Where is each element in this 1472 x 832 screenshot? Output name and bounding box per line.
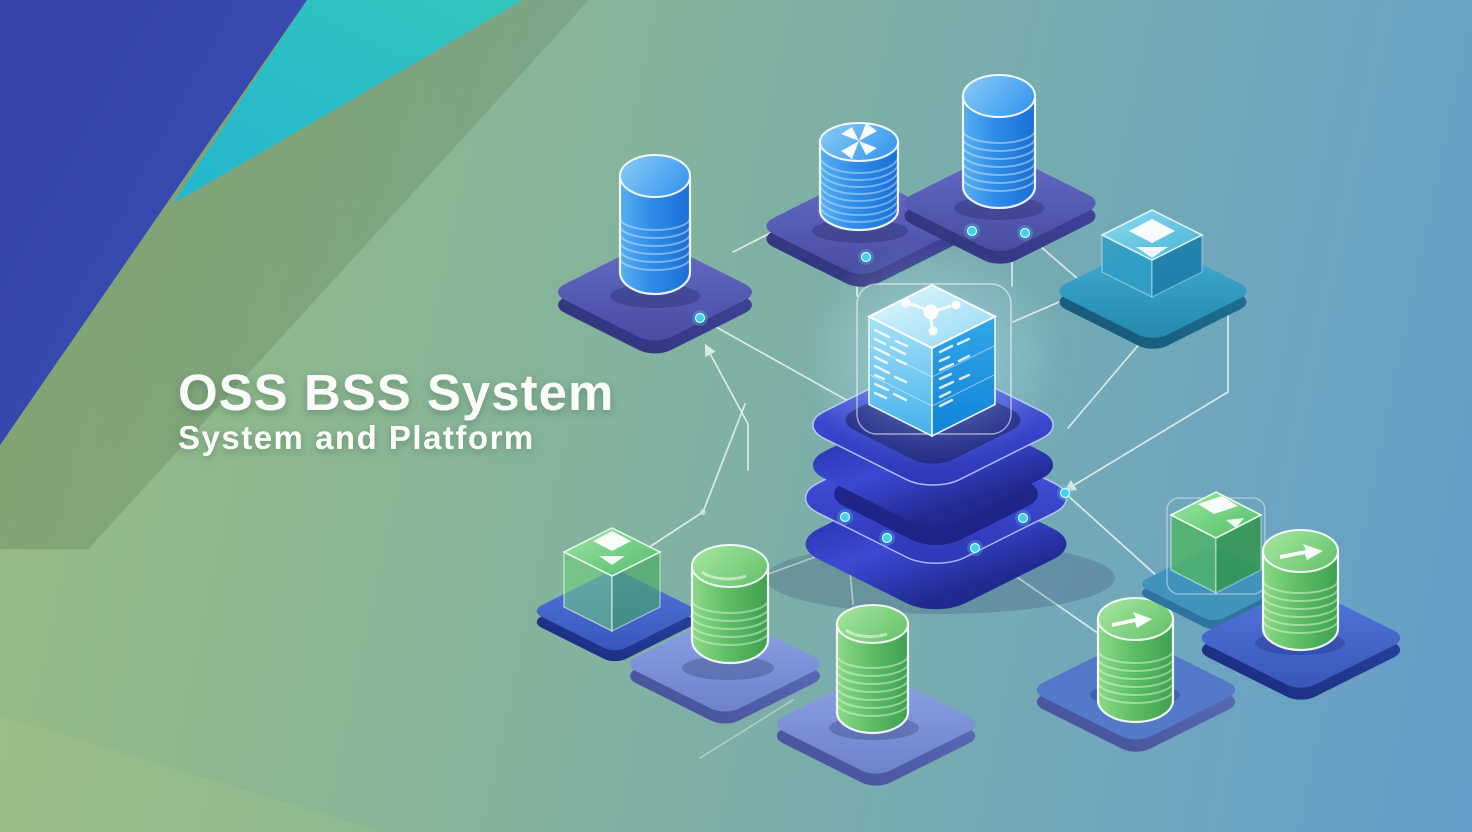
title-block: OSS BSS System System and Platform (178, 366, 614, 456)
database-blue-left (558, 154, 752, 354)
connection-nodes (692, 223, 1073, 556)
node-dot (692, 310, 708, 326)
subtitle: System and Platform (178, 419, 535, 457)
node-dot (1017, 225, 1033, 241)
node-dot-small (700, 509, 706, 515)
node-dot (879, 530, 895, 546)
node-dot (1015, 510, 1031, 526)
arrow-right-icon (1112, 612, 1152, 628)
cube-green-right (1142, 491, 1286, 629)
database-green-left (630, 544, 820, 724)
cube-green-left (536, 527, 694, 662)
database-green-right (1036, 597, 1236, 752)
node-dot (967, 540, 983, 556)
arrow-right-icon (1280, 544, 1323, 560)
network-hub-icon (901, 298, 961, 336)
database-green-far-right (1201, 529, 1401, 700)
node-dot (858, 249, 874, 265)
layers-download-icon (1129, 219, 1175, 258)
node-dot (964, 223, 980, 239)
node-dot (837, 509, 853, 525)
layers-download-icon (593, 531, 631, 565)
main-title: OSS BSS System (178, 364, 615, 421)
glowing-core-cube (866, 283, 998, 438)
code-lines-left-face (873, 328, 909, 402)
database-blue-right (904, 74, 1096, 264)
code-lines-right-face (938, 337, 971, 408)
cube-teal-right (1059, 209, 1247, 349)
database-green-middle (776, 604, 976, 786)
core-platform-stack (765, 243, 1115, 614)
pinwheel-arrows-icon (841, 123, 877, 159)
document-icon (1198, 496, 1244, 528)
node-dot (1057, 485, 1073, 501)
